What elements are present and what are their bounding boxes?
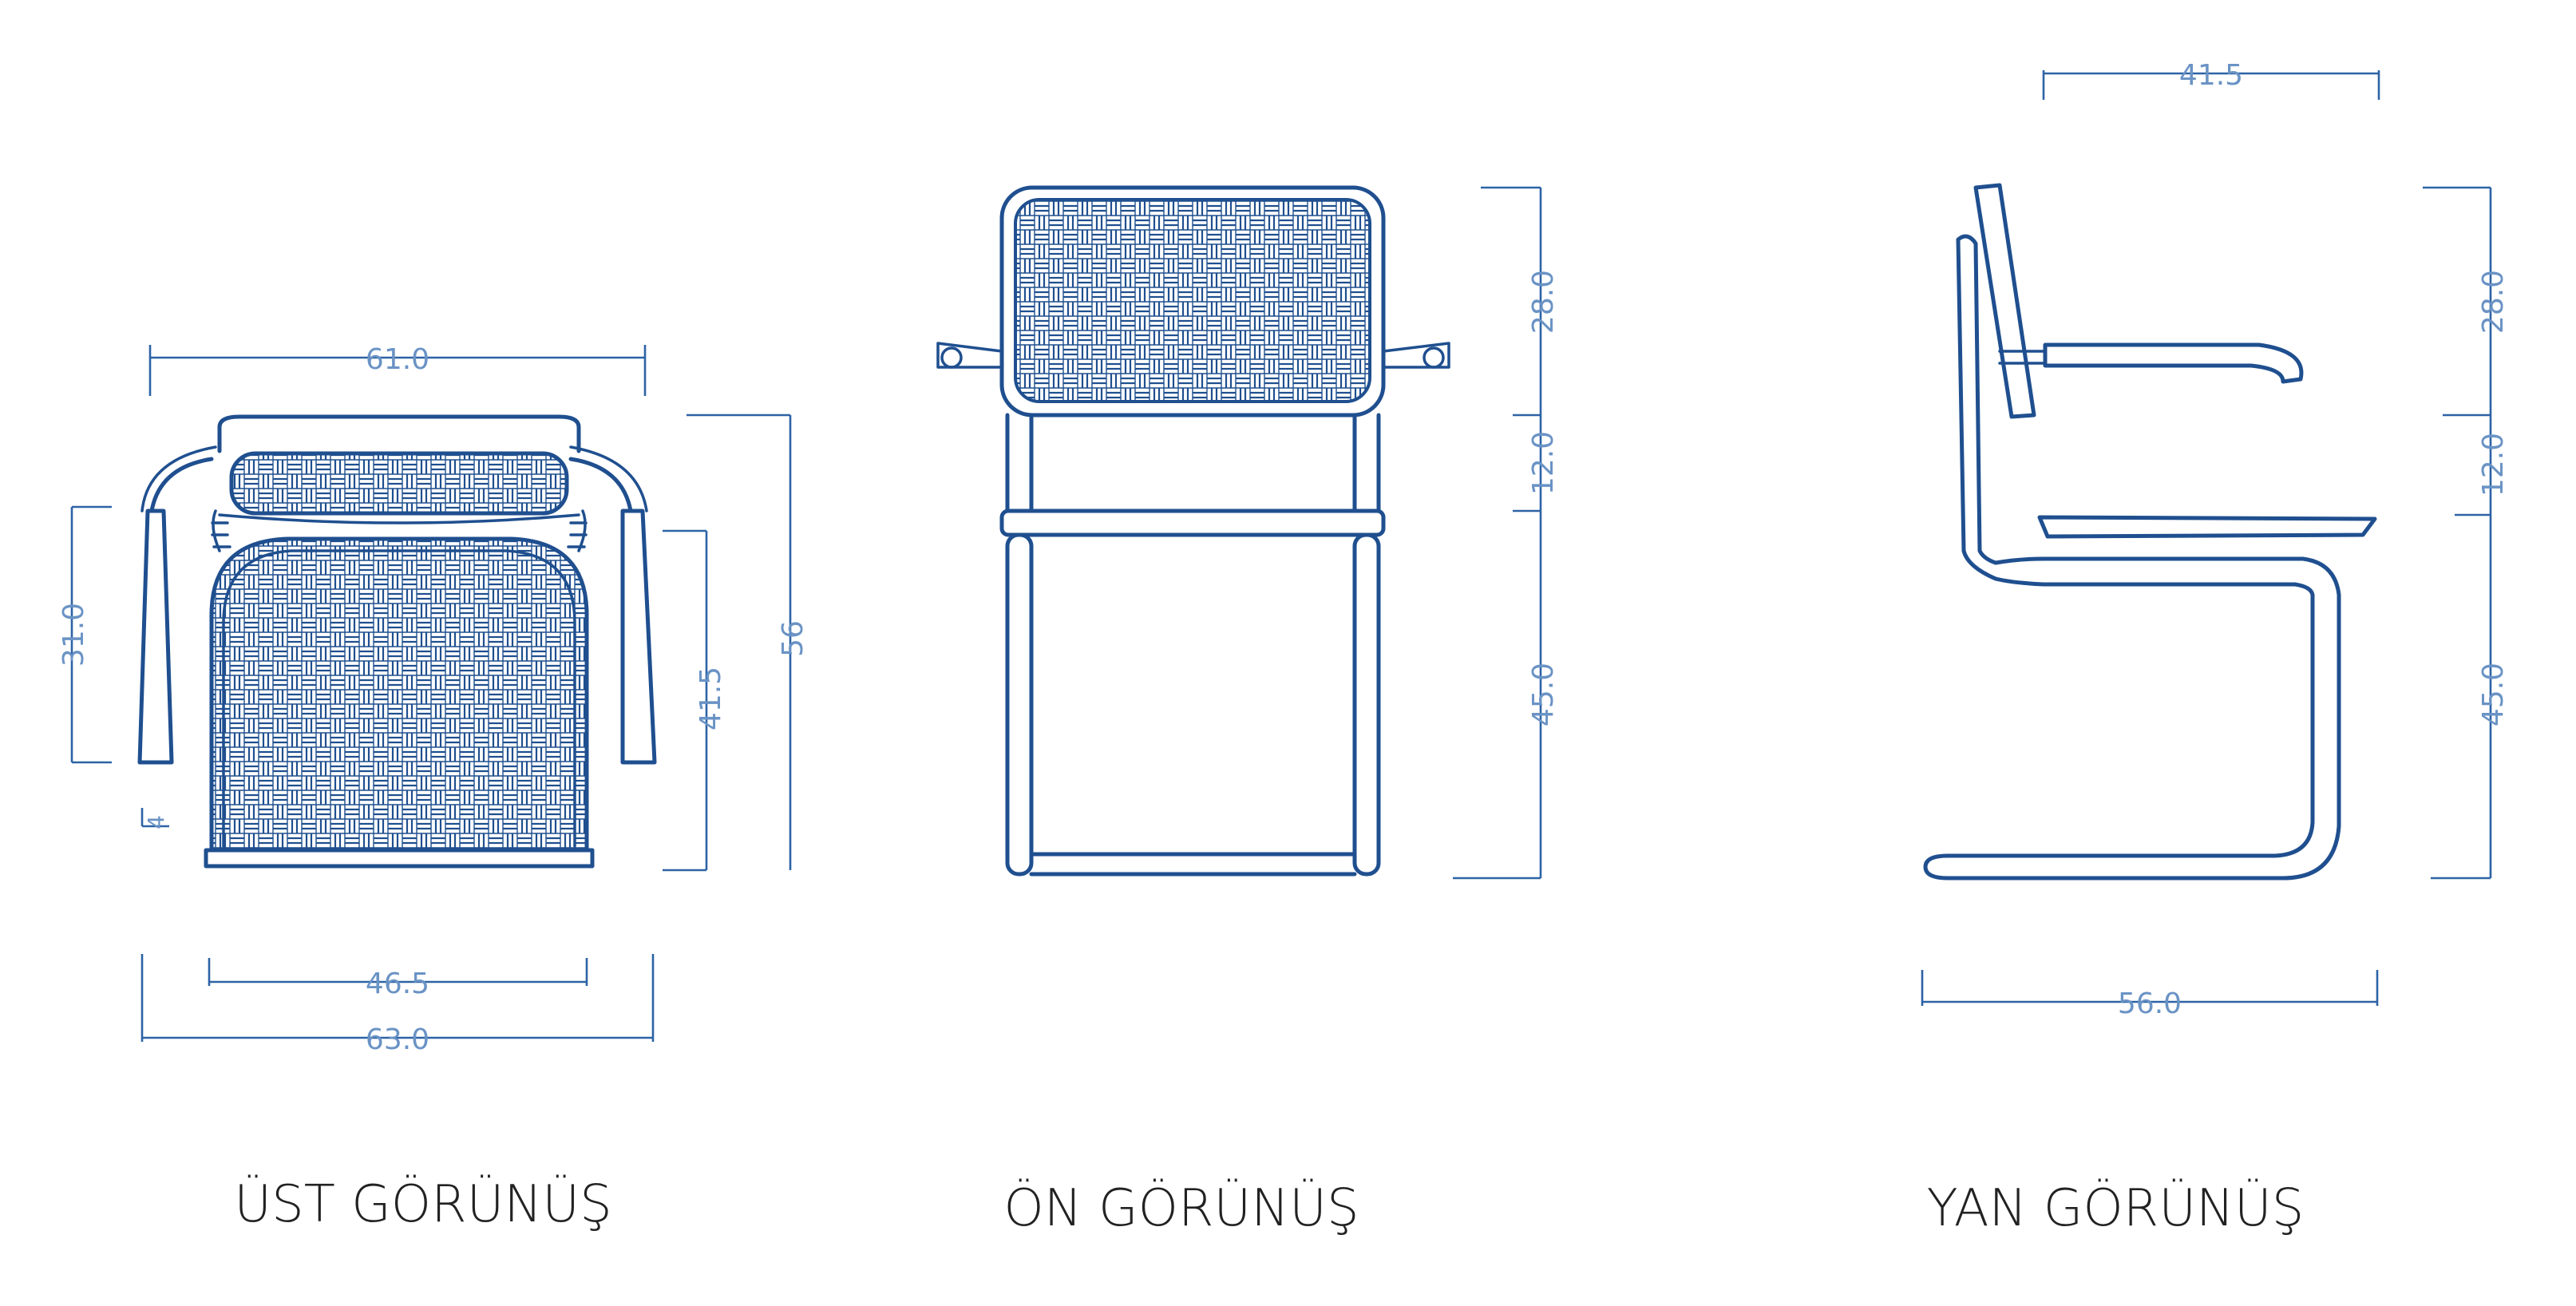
left-armrest <box>137 457 214 765</box>
side-backrest <box>1973 183 2036 419</box>
dim-side-arm-label: 41.5 <box>2179 59 2243 92</box>
dim-arm-offset <box>140 808 169 828</box>
front-left-leg <box>1005 532 1034 877</box>
front-seat <box>999 509 1386 537</box>
dim-side-depth-label: 56.0 <box>2118 987 2182 1020</box>
dim-front-seat-label: 45.0 <box>1527 663 1560 726</box>
front-left-arm-cap <box>940 346 963 369</box>
dim-seat-width-label: 46.5 <box>366 968 429 1000</box>
right-arm-outer <box>569 445 648 513</box>
seat-inner-line <box>222 549 576 848</box>
side-view-title: YAN GÖRÜNÜŞ <box>1927 1178 2305 1238</box>
backrest-band <box>218 513 580 524</box>
dim-side-back <box>2423 186 2492 417</box>
seat-front-rail <box>204 848 595 869</box>
backrest-cap <box>217 414 581 453</box>
dim-arm-offset-label: 4 <box>143 815 169 829</box>
dim-front-seat <box>1453 511 1542 880</box>
side-arm-link <box>1998 350 2047 365</box>
dim-side-gap-label: 12.0 <box>2477 433 2510 497</box>
dim-armrest-len-label: 31.0 <box>57 603 90 667</box>
side-seat <box>2037 515 2377 539</box>
right-armrest <box>568 457 657 765</box>
side-armrest <box>2043 342 2304 384</box>
dim-side-gap <box>2455 415 2492 516</box>
dim-side-back-label: 28.0 <box>2477 270 2510 334</box>
side-frame-outer <box>1923 556 2341 881</box>
dim-seat-width <box>208 958 588 986</box>
dim-overall-width <box>140 954 655 1042</box>
dim-front-back <box>1481 186 1542 417</box>
front-view-title: ÖN GÖRÜNÜŞ <box>1003 1178 1359 1238</box>
front-backrest-cane <box>1014 198 1371 403</box>
left-arm-outer <box>140 445 217 513</box>
dim-overall-depth <box>687 414 792 870</box>
front-view: 28.0 12.0 45.0 ÖN GÖRÜNÜŞ <box>936 185 1560 1238</box>
right-coil <box>567 509 588 552</box>
front-right-arm-knob <box>1382 342 1450 369</box>
front-left-upright-top <box>1005 413 1034 513</box>
top-view-title: ÜST GÖRÜNÜŞ <box>234 1174 612 1234</box>
front-left-arm-knob <box>936 342 1003 369</box>
dim-top-width <box>148 345 647 396</box>
front-base-bar <box>1029 852 1357 877</box>
dim-seat-depth <box>663 529 708 872</box>
dim-side-arm <box>2042 70 2380 100</box>
dim-overall-width-label: 63.0 <box>366 1023 429 1056</box>
dim-top-width-label: 61.0 <box>366 343 429 376</box>
dim-overall-depth-label: 56 <box>777 620 809 657</box>
dim-seat-depth-label: 41.5 <box>694 667 727 730</box>
left-coil <box>211 509 231 552</box>
seat-cane <box>209 536 589 853</box>
front-right-arm-cap <box>1423 346 1445 369</box>
dim-side-seat <box>2431 515 2492 880</box>
backrest-cane <box>229 451 569 516</box>
front-right-upright-top <box>1352 413 1381 513</box>
top-view: 61.0 31.0 4 41.5 56 46.5 63.0 ÜST GÖRÜNÜ… <box>57 343 809 1234</box>
front-backrest-frame <box>999 185 1386 418</box>
dim-side-depth <box>1921 970 2379 1006</box>
dim-armrest-len <box>70 505 112 764</box>
dim-side-seat-label: 45.0 <box>2477 663 2510 726</box>
front-right-leg <box>1352 532 1381 877</box>
dim-front-gap <box>1513 415 1542 513</box>
dim-front-back-label: 28.0 <box>1527 270 1560 334</box>
side-view: 41.5 28.0 12.0 45.0 56.0 YAN GÖRÜNÜŞ <box>1921 59 2510 1238</box>
side-back-tube <box>1956 234 1998 581</box>
dim-front-gap-label: 12.0 <box>1527 431 1560 495</box>
